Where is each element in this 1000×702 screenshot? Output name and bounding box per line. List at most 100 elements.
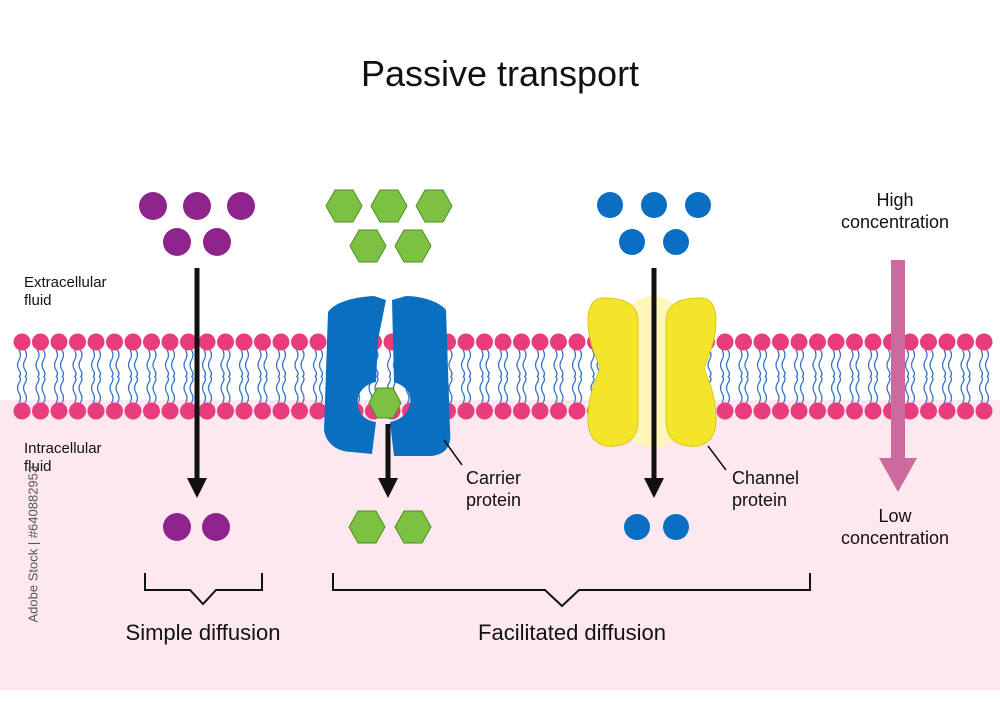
lipid-tail [22, 375, 28, 404]
phospholipid-head-inner [568, 402, 586, 420]
lipid-tail [41, 349, 46, 378]
simple-diffusion-bracket [144, 573, 263, 606]
green-molecule [415, 189, 453, 223]
phospholipid-head-inner [753, 402, 771, 420]
phospholipid-head-inner [254, 402, 271, 420]
lipid-tail [516, 375, 521, 404]
phospholipid-head-inner [106, 402, 123, 420]
lipid-tail [78, 375, 83, 404]
lipid-tail [522, 375, 527, 404]
purple-molecule [202, 513, 230, 541]
lipid-tail [294, 349, 299, 378]
blue-molecule [624, 514, 650, 540]
green-molecule [348, 510, 386, 544]
lipid-tail [257, 349, 262, 378]
lipid-tail [220, 349, 225, 378]
lipid-tail [559, 349, 564, 378]
lipid-tail [923, 349, 928, 378]
lipid-tail [719, 375, 725, 404]
lipid-tail [836, 375, 842, 404]
lipid-tail [571, 375, 577, 404]
phospholipid-head-outer [513, 333, 530, 351]
phospholipid-head-inner [920, 402, 937, 420]
phospholipid-head-outer [198, 333, 216, 351]
brackets [144, 573, 811, 608]
lipid-tail [109, 349, 114, 378]
lipid-tail [115, 375, 120, 404]
concentration-gradient-arrow [879, 260, 917, 492]
phospholipid-head-inner [494, 402, 512, 420]
carrier-protein [324, 296, 451, 456]
lipid-tail [312, 349, 318, 378]
lipid-tail [133, 375, 139, 404]
lipid-tail [59, 349, 65, 378]
stock-watermark: Adobe Stock | #640882953 [25, 465, 41, 623]
lipid-tail [522, 349, 527, 378]
lipid-tails [16, 349, 990, 404]
lipid-tail [984, 375, 990, 404]
lipid-tail [201, 375, 207, 404]
carrier-protein-right-half [390, 296, 451, 456]
lipid-tail [146, 349, 151, 378]
lipid-tail [78, 349, 83, 378]
lipid-tail [781, 375, 786, 404]
phospholipid-head-outer [87, 333, 105, 351]
lipid-tail [318, 375, 324, 404]
phospholipid-head-outer [180, 333, 197, 351]
lipid-tail [756, 375, 762, 404]
lipid-tail [516, 349, 521, 378]
lipid-tail [873, 375, 879, 404]
lipid-tail [559, 375, 564, 404]
phospholipid-head-inner [531, 402, 549, 420]
lipid-tail [263, 375, 268, 404]
green-molecules-intracellular [348, 510, 432, 544]
phospholipid-head-inner [716, 402, 734, 420]
phospholipid-head-outer [772, 333, 789, 351]
lipid-tail [799, 375, 805, 404]
purple-molecule [163, 513, 191, 541]
intracellular-fluid-label: Intracellular fluid [24, 440, 102, 476]
phospholipid-head-inner [272, 402, 290, 420]
carrier-label-pointer [443, 439, 463, 466]
purple-molecule [203, 228, 231, 256]
lipid-tail [460, 375, 466, 404]
lipid-tail [201, 349, 207, 378]
lipid-tail [762, 349, 768, 378]
lipid-tail [738, 375, 743, 404]
lipid-tail [849, 349, 854, 378]
lipid-tail [53, 375, 59, 404]
lipid-tail [812, 349, 817, 378]
phospholipid-head-inner [235, 402, 253, 420]
lipid-tail [189, 349, 194, 378]
lipid-tail [72, 349, 77, 378]
phospholipid-head-outer [235, 333, 253, 351]
lipid-tail [947, 375, 953, 404]
lipid-tail [799, 349, 805, 378]
phospholipid-head-outer [753, 333, 771, 351]
phospholipid-head-outer [920, 333, 937, 351]
lipid-tail [978, 349, 984, 378]
lipid-tail [275, 375, 281, 404]
phospholipid-head-outer [13, 333, 31, 351]
intracellular-region [0, 400, 1000, 690]
lipid-tail [947, 349, 953, 378]
lipid-tail [923, 375, 928, 404]
phospholipid-head-inner [198, 402, 216, 420]
phospholipid-head-outer [272, 333, 290, 351]
green-molecule [370, 189, 408, 223]
phospholipid-head-inner [901, 402, 919, 420]
lipid-tail [244, 375, 250, 404]
lipid-tail [534, 375, 540, 404]
phospholipid-head-inner [124, 402, 142, 420]
lipid-tail [189, 375, 194, 404]
lipid-tail [590, 349, 595, 378]
phospholipid-head-inner [846, 402, 863, 420]
phospholipid-head-outer [291, 333, 308, 351]
phospholipid-head-outer [106, 333, 123, 351]
lipid-tail [719, 349, 725, 378]
lipid-tail [35, 349, 40, 378]
lipid-tail [577, 375, 583, 404]
lipid-tail [170, 349, 176, 378]
purple-molecule [163, 228, 191, 256]
phospholipid-head-inner [32, 402, 49, 420]
